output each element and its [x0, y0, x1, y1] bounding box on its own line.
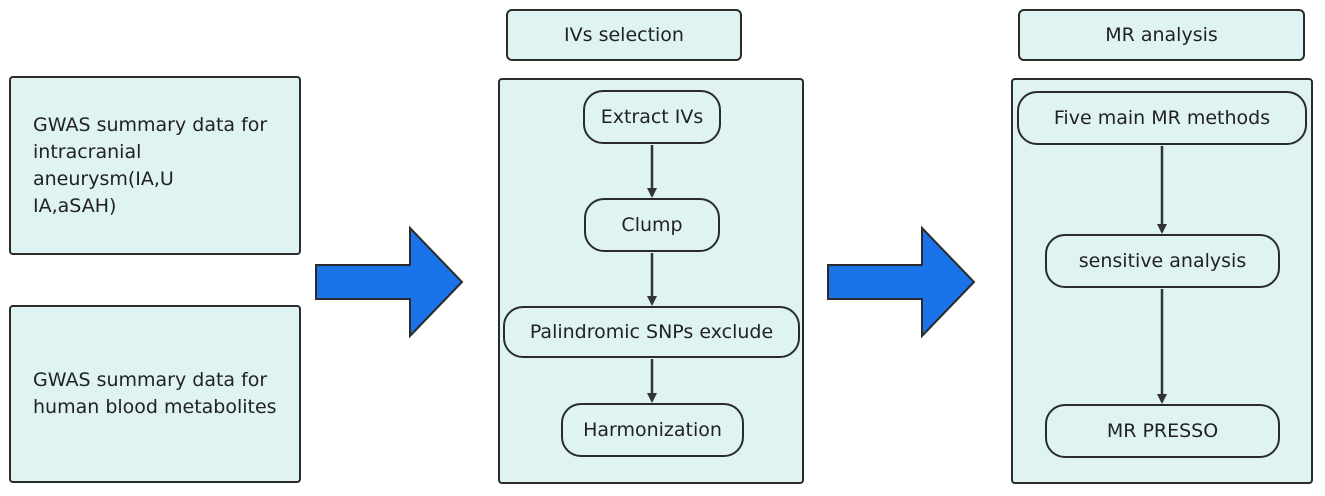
big-arrow-to-mr-analysis: [827, 225, 976, 339]
step-palindromic-snps-exclude: Palindromic SNPs exclude: [503, 306, 800, 358]
step-five-main-mr-methods-label: Five main MR methods: [1053, 107, 1271, 129]
step-clump: Clump: [584, 198, 720, 252]
gwas-blood-metabolites-box: GWAS summary data for human blood metabo…: [9, 305, 301, 483]
step-extract-ivs-label: Extract IVs: [600, 106, 704, 128]
big-arrow-to-ivs-selection: [315, 225, 464, 339]
gwas-intracranial-aneurysm-box: GWAS summary data for intracranial aneur…: [9, 76, 301, 255]
ivs-selection-header: IVs selection: [506, 9, 742, 61]
step-mr-presso-label: MR PRESSO: [1106, 420, 1219, 442]
step-five-main-mr-methods: Five main MR methods: [1017, 91, 1307, 145]
step-extract-ivs: Extract IVs: [583, 90, 721, 144]
step-harmonization: Harmonization: [561, 403, 744, 457]
step-clump-label: Clump: [621, 214, 683, 236]
step-sensitive-analysis-label: sensitive analysis: [1078, 250, 1247, 272]
step-sensitive-analysis: sensitive analysis: [1045, 234, 1280, 288]
mr-analysis-header: MR analysis: [1018, 9, 1305, 61]
ivs-selection-title: IVs selection: [564, 24, 684, 46]
step-palindromic-snps-exclude-label: Palindromic SNPs exclude: [529, 321, 774, 343]
step-mr-presso: MR PRESSO: [1045, 404, 1280, 458]
gwas-intracranial-aneurysm-label: GWAS summary data for intracranial aneur…: [33, 113, 268, 217]
gwas-blood-metabolites-label: GWAS summary data for human blood metabo…: [33, 369, 277, 418]
mr-analysis-title: MR analysis: [1105, 24, 1218, 46]
step-harmonization-label: Harmonization: [583, 419, 722, 441]
